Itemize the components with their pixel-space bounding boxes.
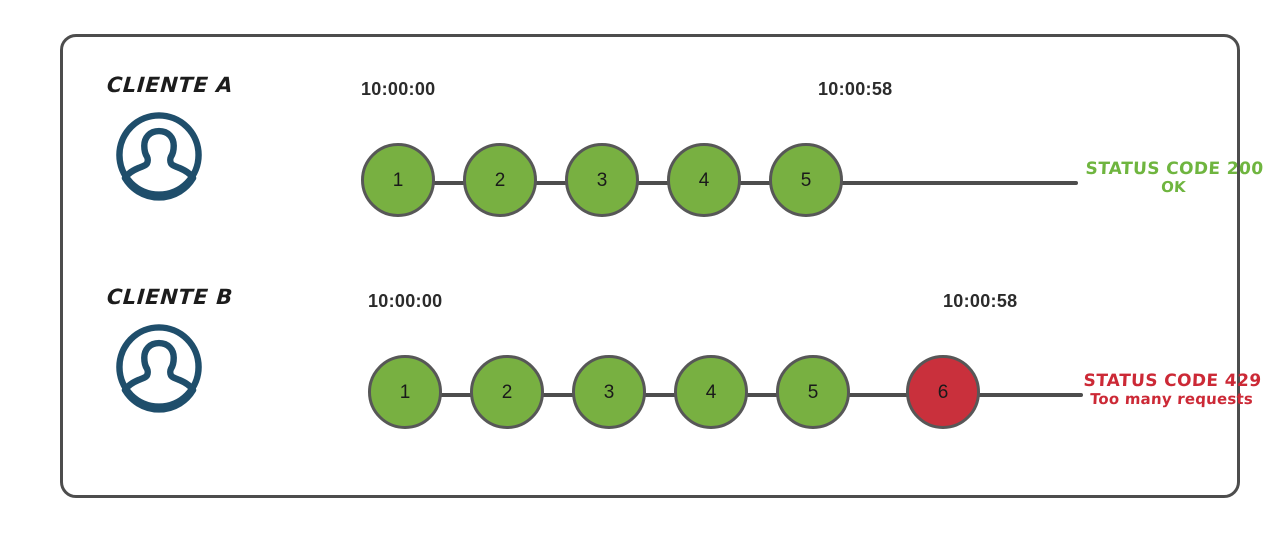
- request-node-b-2[interactable]: 2: [470, 355, 544, 429]
- request-node-label: 2: [501, 381, 513, 403]
- status-badge-a: STATUS CODE 200 OK: [1084, 159, 1264, 197]
- request-node-label: 1: [392, 169, 404, 191]
- request-node-label: 1: [399, 381, 411, 403]
- status-message-b: Too many requests: [1089, 390, 1254, 409]
- request-node-label: 5: [800, 169, 812, 191]
- timestamp-b-end: 10:00:58: [943, 291, 1018, 311]
- request-node-label: 6: [937, 381, 949, 403]
- client-b-label: CLIENTE B: [106, 285, 234, 309]
- request-node-b-1[interactable]: 1: [368, 355, 442, 429]
- request-node-label: 4: [698, 169, 710, 191]
- request-node-label: 2: [494, 169, 506, 191]
- request-node-label: 5: [807, 381, 819, 403]
- connector-track-a: [423, 181, 1078, 185]
- diagram-frame: CLIENTE A 10:00:00 10:00:58 1 2 3 4 5 ST…: [60, 34, 1264, 498]
- connector-track-b: [428, 393, 1083, 397]
- status-code-a: STATUS CODE 200: [1084, 159, 1264, 179]
- status-badge-b: STATUS CODE 429 Too many requests: [1082, 371, 1262, 409]
- request-node-a-1[interactable]: 1: [361, 143, 435, 217]
- request-node-b-6[interactable]: 6: [906, 355, 980, 429]
- client-row-b: CLIENTE B 10:00:00 10:00:58 1 2 3 4 5 6 …: [63, 285, 1262, 485]
- timeline-b: 10:00:00 10:00:58 1 2 3 4 5 6 STATUS COD…: [303, 285, 1262, 485]
- request-node-label: 4: [705, 381, 717, 403]
- request-node-label: 3: [603, 381, 615, 403]
- request-node-b-5[interactable]: 5: [776, 355, 850, 429]
- request-node-b-3[interactable]: 3: [572, 355, 646, 429]
- request-node-b-4[interactable]: 4: [674, 355, 748, 429]
- timestamp-a-end: 10:00:58: [818, 79, 893, 99]
- request-node-a-3[interactable]: 3: [565, 143, 639, 217]
- client-a-label: CLIENTE A: [106, 73, 235, 97]
- request-node-a-5[interactable]: 5: [769, 143, 843, 217]
- timeline-a: 10:00:00 10:00:58 1 2 3 4 5 STATUS CODE …: [303, 73, 1264, 273]
- status-code-b: STATUS CODE 429: [1082, 371, 1262, 391]
- user-avatar-icon: [113, 321, 205, 413]
- timestamp-b-start: 10:00:00: [368, 291, 443, 311]
- request-node-a-4[interactable]: 4: [667, 143, 741, 217]
- user-avatar-icon: [113, 109, 205, 201]
- timestamp-a-start: 10:00:00: [361, 79, 436, 99]
- status-message-a: OK: [1160, 178, 1187, 197]
- client-row-a: CLIENTE A 10:00:00 10:00:58 1 2 3 4 5 ST…: [63, 73, 1264, 273]
- request-node-a-2[interactable]: 2: [463, 143, 537, 217]
- request-node-label: 3: [596, 169, 608, 191]
